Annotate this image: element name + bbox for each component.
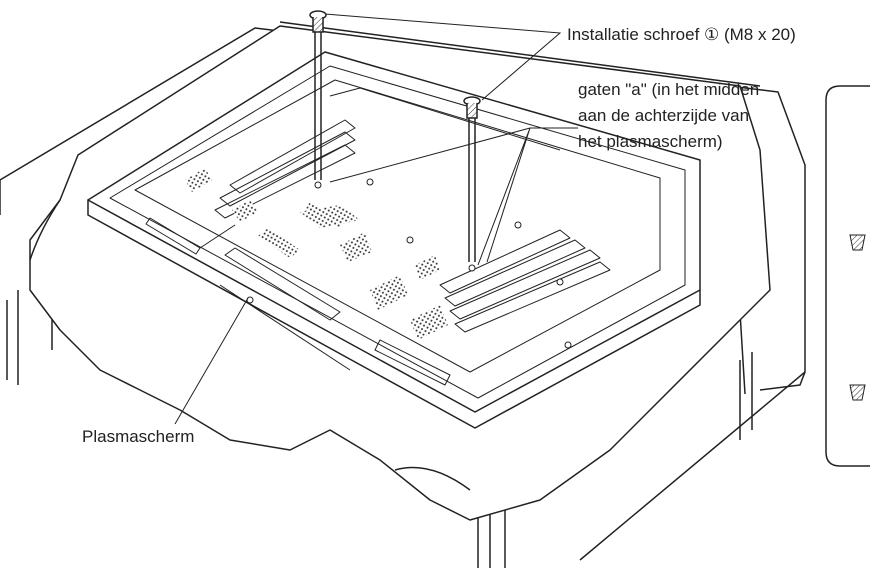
holes-leader — [329, 127, 578, 266]
holes-label-line-3: het plasmascherm) — [578, 132, 723, 151]
screw-right — [463, 96, 481, 262]
plasma-label: Plasmascherm — [82, 427, 195, 446]
screw-label: Installatie schroef ① (M8 x 20) — [567, 25, 796, 44]
leader-lines — [174, 13, 578, 425]
plasma-panel — [87, 51, 701, 429]
terminals — [145, 217, 451, 386]
hatched-part-lower — [849, 384, 866, 401]
vent-slots — [214, 119, 611, 333]
plasma-leader — [174, 297, 249, 425]
screw-leader — [324, 13, 562, 101]
screw-left — [309, 10, 327, 180]
hatched-part-upper — [849, 234, 866, 251]
holes-label-line-1: gaten "a" (in het midden — [578, 80, 760, 99]
mounting-holes — [246, 178, 572, 349]
speaker-grilles — [185, 168, 448, 340]
holes-label-line-2: aan de achterzijde van — [578, 106, 750, 125]
panel-rear-face — [87, 51, 701, 413]
inset-box — [825, 85, 870, 467]
holes-label: gaten "a" (in het midden aan de achterzi… — [578, 77, 759, 155]
